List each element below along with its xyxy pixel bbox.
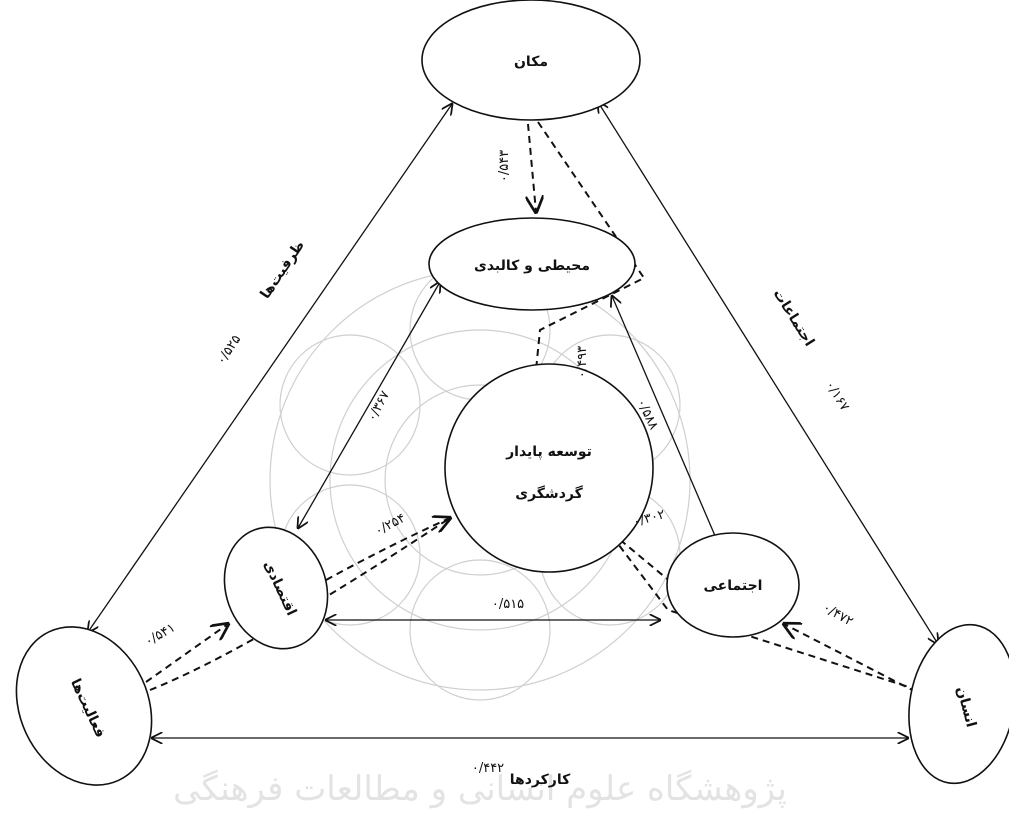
node-faaliatha (15, 626, 153, 786)
coef-makan-faaliatha: ۰/۵۲۵ (214, 332, 245, 367)
watermark-text: پژوهشگاه علوم انسانی و مطالعات فرهنگی (173, 769, 787, 809)
coef-eghtesadi-ejtemai: ۰/۵۱۵ (492, 597, 524, 612)
node-tosee (444, 363, 654, 573)
node-ensan (908, 623, 1009, 785)
coef-makan-mohiti: ۰/۵۴۳ (497, 150, 512, 182)
coef-ensan-ejtemai: ۰/۴۷۲ (820, 600, 855, 629)
dashed-makan-mohiti (528, 123, 536, 212)
edge-makan-faaliatha (88, 104, 452, 632)
edge-label-ejtemaat: اجتماعات (770, 286, 818, 349)
edge-makan-ensan (598, 102, 938, 644)
label-mohiti: محیطی و کالبدی (474, 258, 590, 274)
coef-faaliatha-eghtesadi: ۰/۵۴۱ (143, 620, 178, 649)
node-mohiti (428, 217, 636, 311)
label-ejtemai: اجتماعی (704, 578, 763, 594)
edge-mohiti-ejtemai (612, 296, 722, 552)
dashed-faaliatha-tosee (149, 517, 451, 691)
dashed-eghtesadi-tosee (325, 518, 450, 581)
dashed-makan-tosee (534, 121, 646, 390)
coef-faaliatha-ensan: ۰/۴۴۲ (472, 761, 504, 776)
dashed-ensan-ejtemai (784, 624, 917, 693)
dashed-ensan-tosee (605, 527, 919, 691)
edge-mohiti-eghtesadi (298, 282, 440, 528)
coef-mohiti-tosee: ۰/۴۹۳ (575, 346, 590, 378)
node-makan (421, 0, 641, 121)
node-ejtemai (666, 532, 800, 638)
label-makan: مکان (514, 54, 548, 70)
edge-label-karkardha: کارکردها (510, 772, 571, 788)
dashed-faaliatha-eghtesadi (145, 624, 228, 683)
coef-makan-ensan: ۰/۱۶۷ (822, 378, 852, 413)
label-tosee-line1: توسعه پایدار (505, 444, 592, 460)
edge-label-zarfiatha: ظرفیت‌ها (257, 238, 307, 302)
label-tosee-line2: گردشگری (515, 485, 583, 502)
node-eghtesadi (223, 526, 329, 650)
